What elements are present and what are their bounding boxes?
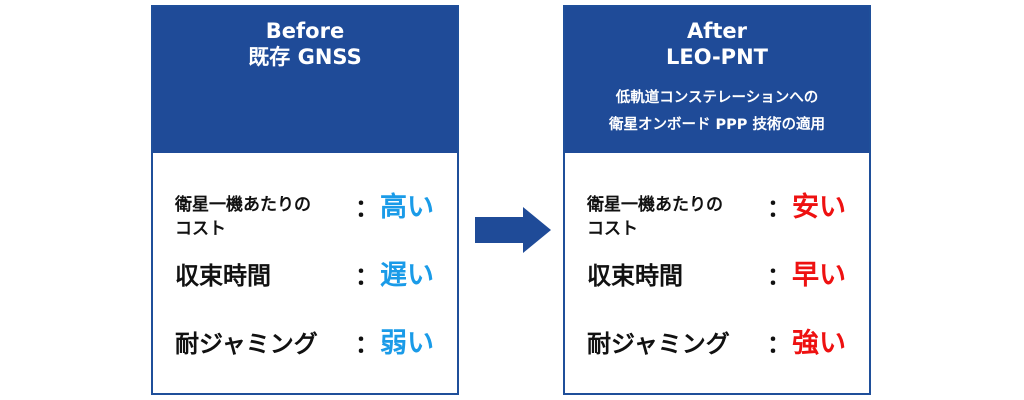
after-row-jamming: 耐ジャミング ： 強い: [587, 329, 855, 363]
before-header: Before 既存 GNSS: [153, 7, 457, 153]
jamming-label: 耐ジャミング: [175, 330, 318, 358]
separator: ：: [355, 262, 379, 290]
cost-value: 安い: [792, 192, 846, 223]
after-panel: After LEO-PNT 低軌道コンステレーションへの 衛星オンボード PPP…: [563, 5, 871, 395]
convergence-label: 収束時間: [175, 262, 271, 290]
convergence-value: 早い: [792, 260, 846, 291]
cost-value: 高い: [380, 192, 434, 223]
before-row-cost: 衛星一機あたりの コスト ： 高い: [175, 193, 443, 241]
after-subtitle: LEO-PNT: [666, 45, 768, 69]
cost-label-line2: コスト: [175, 219, 226, 239]
separator: ：: [767, 330, 791, 358]
before-row-jamming: 耐ジャミング ： 弱い: [175, 329, 443, 363]
cost-label-line1: 衛星一機あたりの: [175, 195, 311, 215]
convergence-value: 遅い: [380, 260, 434, 291]
separator: ：: [355, 194, 379, 222]
after-header: After LEO-PNT 低軌道コンステレーションへの 衛星オンボード PPP…: [565, 7, 869, 153]
convergence-label: 収束時間: [587, 262, 683, 290]
jamming-value: 弱い: [380, 328, 434, 359]
after-description-line1: 低軌道コンステレーションへの: [615, 90, 819, 106]
after-title: After: [686, 19, 748, 43]
right-arrow-icon: [475, 207, 551, 253]
cost-label-line1: 衛星一機あたりの: [587, 195, 723, 215]
after-description-line2: 衛星オンボード PPP 技術の適用: [609, 117, 825, 133]
separator: ：: [767, 194, 791, 222]
cost-label-line2: コスト: [587, 219, 638, 239]
after-row-cost: 衛星一機あたりの コスト ： 安い: [587, 193, 855, 241]
before-panel: Before 既存 GNSS 衛星一機あたりの コスト ： 高い 収束時間 ： …: [151, 5, 459, 395]
after-row-convergence: 収束時間 ： 早い: [587, 261, 855, 295]
jamming-label: 耐ジャミング: [587, 330, 730, 358]
separator: ：: [767, 262, 791, 290]
before-title: Before: [265, 19, 345, 43]
separator: ：: [355, 330, 379, 358]
before-row-convergence: 収束時間 ： 遅い: [175, 261, 443, 295]
jamming-value: 強い: [792, 328, 846, 359]
before-subtitle: 既存 GNSS: [248, 45, 362, 69]
